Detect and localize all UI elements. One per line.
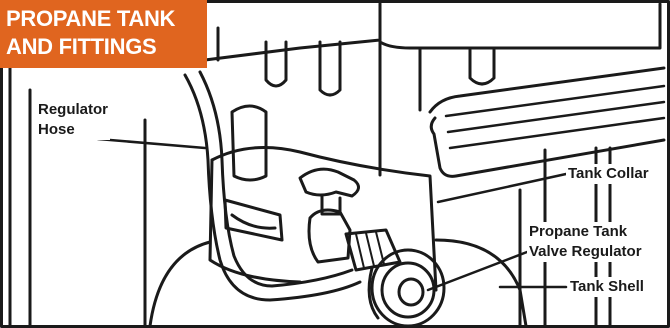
tank-shell-left: [150, 242, 210, 326]
cabinet-front: [205, 4, 380, 60]
hook-middle: [320, 42, 340, 95]
title-line-1: PROPANE TANK: [6, 5, 207, 33]
leader-tank-collar: [438, 174, 566, 202]
hook-left: [266, 42, 286, 86]
label-valve-regulator-line-1: Propane Tank: [529, 222, 642, 242]
label-tank-collar: Tank Collar: [566, 164, 651, 184]
title-line-2: AND FITTINGS: [6, 33, 207, 61]
label-tank-shell-text: Tank Shell: [570, 277, 644, 297]
nut-rib-1: [356, 234, 364, 268]
regulator-dial-center: [399, 279, 423, 305]
label-regulator-hose-line-2: Hose: [38, 120, 108, 140]
collar-slot: [225, 200, 282, 240]
label-valve-regulator: Propane Tank Valve Regulator: [527, 222, 644, 262]
nut-rib-2: [366, 233, 374, 266]
collar-cutout: [232, 215, 275, 228]
leader-regulator-hose: [98, 139, 205, 148]
hook-right: [470, 50, 494, 84]
label-regulator-hose-line-1: Regulator: [38, 100, 108, 120]
collar-handle-hole: [232, 106, 266, 180]
label-valve-regulator-line-2: Valve Regulator: [529, 242, 642, 262]
regulator-hose-inner: [200, 72, 352, 286]
handle-groove-2: [448, 102, 664, 132]
label-tank-shell: Tank Shell: [568, 277, 646, 297]
valve-knob: [300, 169, 359, 196]
cabinet-top: [380, 4, 660, 48]
label-tank-collar-text: Tank Collar: [568, 164, 649, 184]
leader-valve-regulator: [428, 252, 527, 290]
handle-groove-3: [450, 118, 664, 148]
valve-body: [309, 210, 350, 262]
label-regulator-hose: Regulator Hose: [36, 100, 110, 140]
diagram-title: PROPANE TANK AND FITTINGS: [0, 0, 207, 68]
handle-groove-1: [446, 86, 664, 116]
regulator-dial-ring: [382, 263, 434, 317]
